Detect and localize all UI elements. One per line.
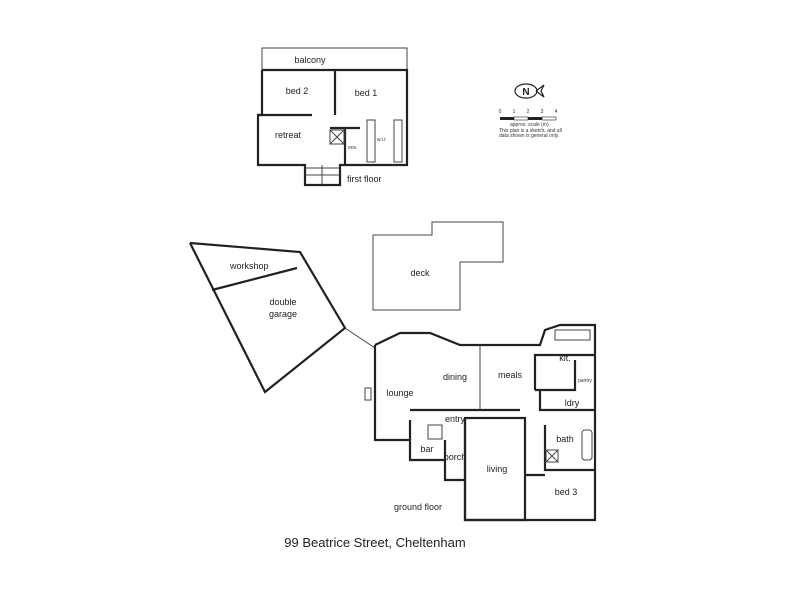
room-label-lounge: lounge: [386, 388, 413, 398]
ground-floor-title: ground floor: [394, 502, 442, 512]
room-label-bath: bath: [556, 434, 574, 444]
property-address: 99 Beatrice Street, Cheltenham: [284, 535, 465, 550]
fireplace: [364, 387, 372, 401]
house-walls-front: [373, 345, 465, 482]
room-label-workshop: workshop: [229, 261, 269, 271]
room-label-dining: dining: [443, 372, 467, 382]
room-label-deck: deck: [410, 268, 430, 278]
disclaimer: data shown is general only.: [499, 133, 559, 139]
kitchen-bench: [554, 329, 591, 341]
ground-floor-plan: workshop double garage deck kit. pantry …: [189, 221, 597, 522]
room-label-bar: bar: [420, 444, 433, 454]
room-label-wir: w.i.r: [377, 137, 386, 143]
shower-icon: [329, 129, 345, 145]
robe: [366, 119, 376, 163]
deck-outline: [372, 221, 504, 311]
room-label-double: double: [269, 297, 296, 307]
room-label-garage: garage: [269, 309, 297, 319]
room-label-ensuite: ens.: [348, 145, 357, 151]
scale-tick: 1: [513, 109, 516, 115]
disclaimer: This plan is a sketch, and all: [499, 128, 562, 134]
room-label-bed-3: bed 3: [555, 487, 578, 497]
robe: [393, 119, 403, 163]
first-floor-plan: balcony bed 2 bed 1 retreat ens. w.i.r f…: [256, 47, 409, 187]
room-label-laundry: ldry: [565, 398, 580, 408]
room-label-retreat: retreat: [275, 130, 302, 140]
stairs: [427, 424, 443, 440]
scale-tick: 3: [541, 109, 544, 115]
scale-tick: 2: [527, 109, 530, 115]
legend: N 0 1 2 3 4 approx. scale (m) This plan …: [499, 83, 562, 139]
room-label-meals: meals: [498, 370, 523, 380]
bath-tub: [581, 429, 593, 461]
room-label-kitchen: kit.: [559, 353, 571, 363]
north-arrow-icon: N: [514, 83, 545, 99]
shower-icon: [545, 449, 559, 463]
first-floor-title: first floor: [347, 174, 382, 184]
room-label-living: living: [487, 464, 508, 474]
balcony-outline: [261, 47, 408, 71]
scale-tick: 4: [555, 109, 558, 115]
workshop-wall: [211, 266, 298, 292]
room-label-bed-2: bed 2: [286, 86, 309, 96]
room-label-balcony: balcony: [294, 55, 326, 65]
scale-bar: [500, 116, 557, 121]
room-label-entry: entry: [445, 414, 466, 424]
svg-text:N: N: [522, 87, 529, 98]
scale-label: approx. scale (m): [510, 122, 549, 128]
scale-tick: 0: [499, 109, 502, 115]
room-label-pantry: pantry: [578, 378, 592, 384]
room-label-porch: porch: [444, 452, 467, 462]
room-label-bed-1: bed 1: [355, 88, 378, 98]
living-walls: [463, 416, 527, 522]
house-walls: [374, 323, 597, 522]
